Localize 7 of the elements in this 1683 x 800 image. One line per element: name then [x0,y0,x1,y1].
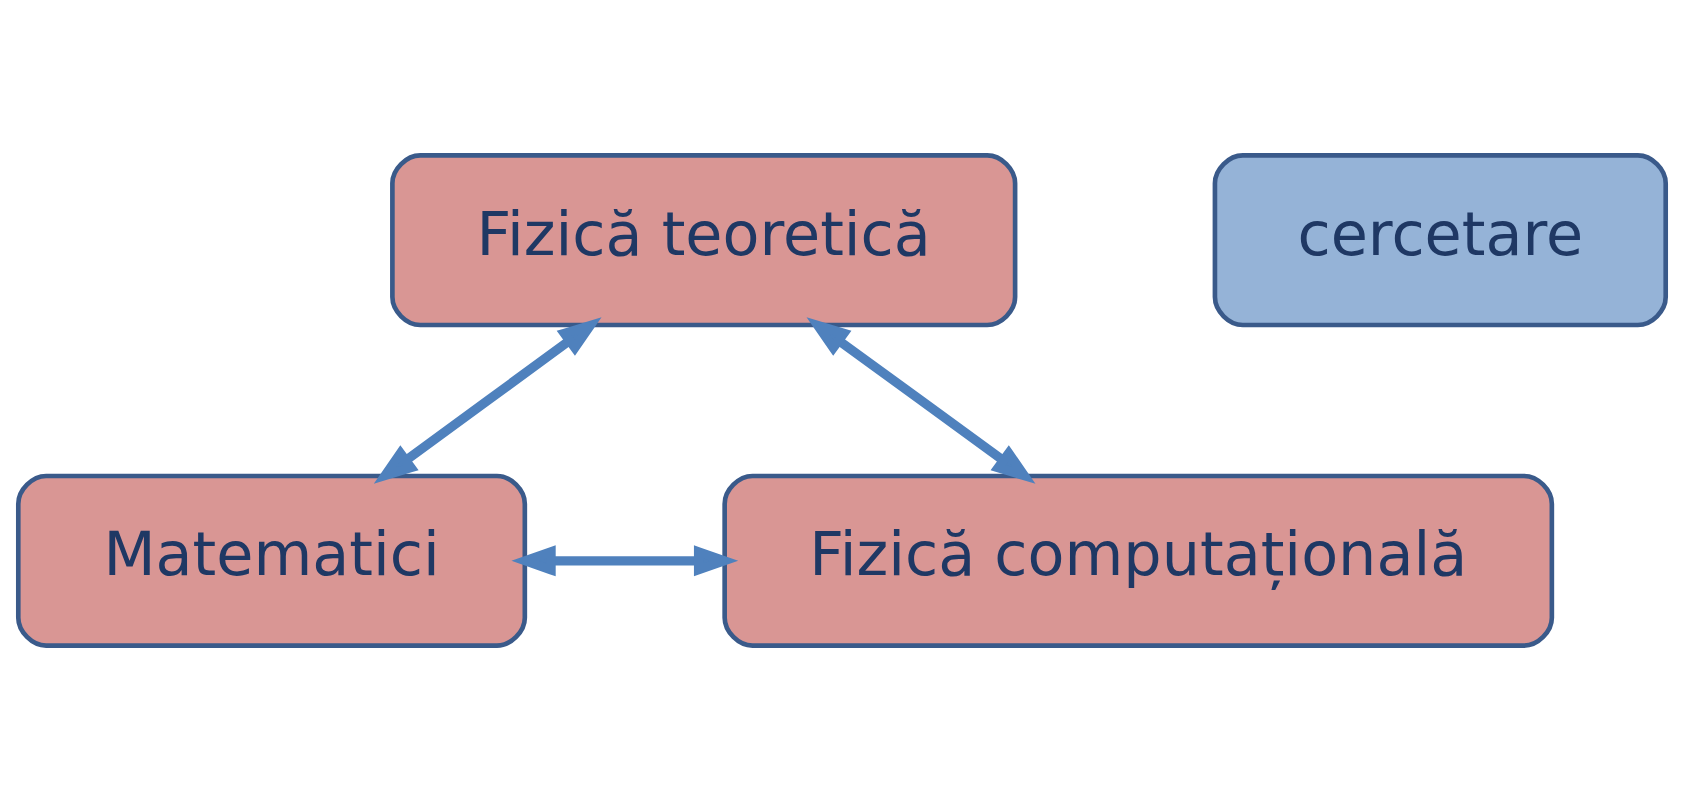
arrow [806,316,1035,484]
node-box: Fizică computațională [721,473,1554,648]
arrow [373,316,602,484]
arrow [510,544,738,576]
node-box: cercetare [1212,152,1668,327]
node-box: Fizică teoretică [389,152,1017,327]
node-box: Matematici [15,473,527,648]
